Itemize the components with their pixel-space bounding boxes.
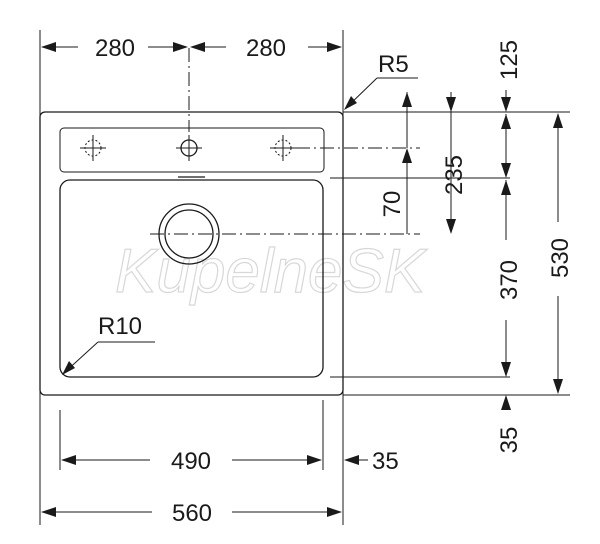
dim-r10: R10: [62, 313, 155, 375]
tap-hole-center-icon: [176, 135, 202, 161]
dim-35-bottom: 35: [496, 427, 523, 454]
dim-total-width: 560: [41, 500, 342, 527]
dim-tap-to-waste: 235: [441, 92, 468, 234]
dim-70: 70: [379, 191, 406, 218]
dim-370: 370: [496, 260, 523, 300]
dim-vertical-chain: 125 370 35: [496, 40, 523, 453]
tap-deck: [59, 127, 325, 173]
dim-35-right: 35: [372, 448, 399, 475]
bowl-outline: [59, 179, 324, 378]
dim-total-depth: 530: [547, 113, 574, 394]
radius-r10: R10: [98, 313, 142, 340]
dim-tap-to-bowl: 70: [379, 92, 412, 234]
dim-top-widths: 280 280: [41, 35, 342, 62]
dim-r5: R5: [344, 51, 418, 110]
dim-125: 125: [496, 40, 523, 80]
center-lines: [150, 48, 420, 235]
tap-hole-left-icon: [80, 135, 106, 161]
dim-530: 530: [547, 238, 574, 278]
dim-490: 490: [171, 448, 211, 475]
dim-bowl-width: 490 35: [61, 448, 399, 475]
radius-r5: R5: [378, 51, 409, 78]
tap-hole-right-icon: [270, 135, 296, 161]
tap-holes: [80, 135, 296, 161]
dim-280-left: 280: [95, 35, 135, 62]
dim-235: 235: [441, 155, 468, 195]
dim-280-right: 280: [246, 35, 286, 62]
watermark-text: KupelneSK: [115, 237, 428, 306]
dim-560: 560: [172, 500, 212, 527]
